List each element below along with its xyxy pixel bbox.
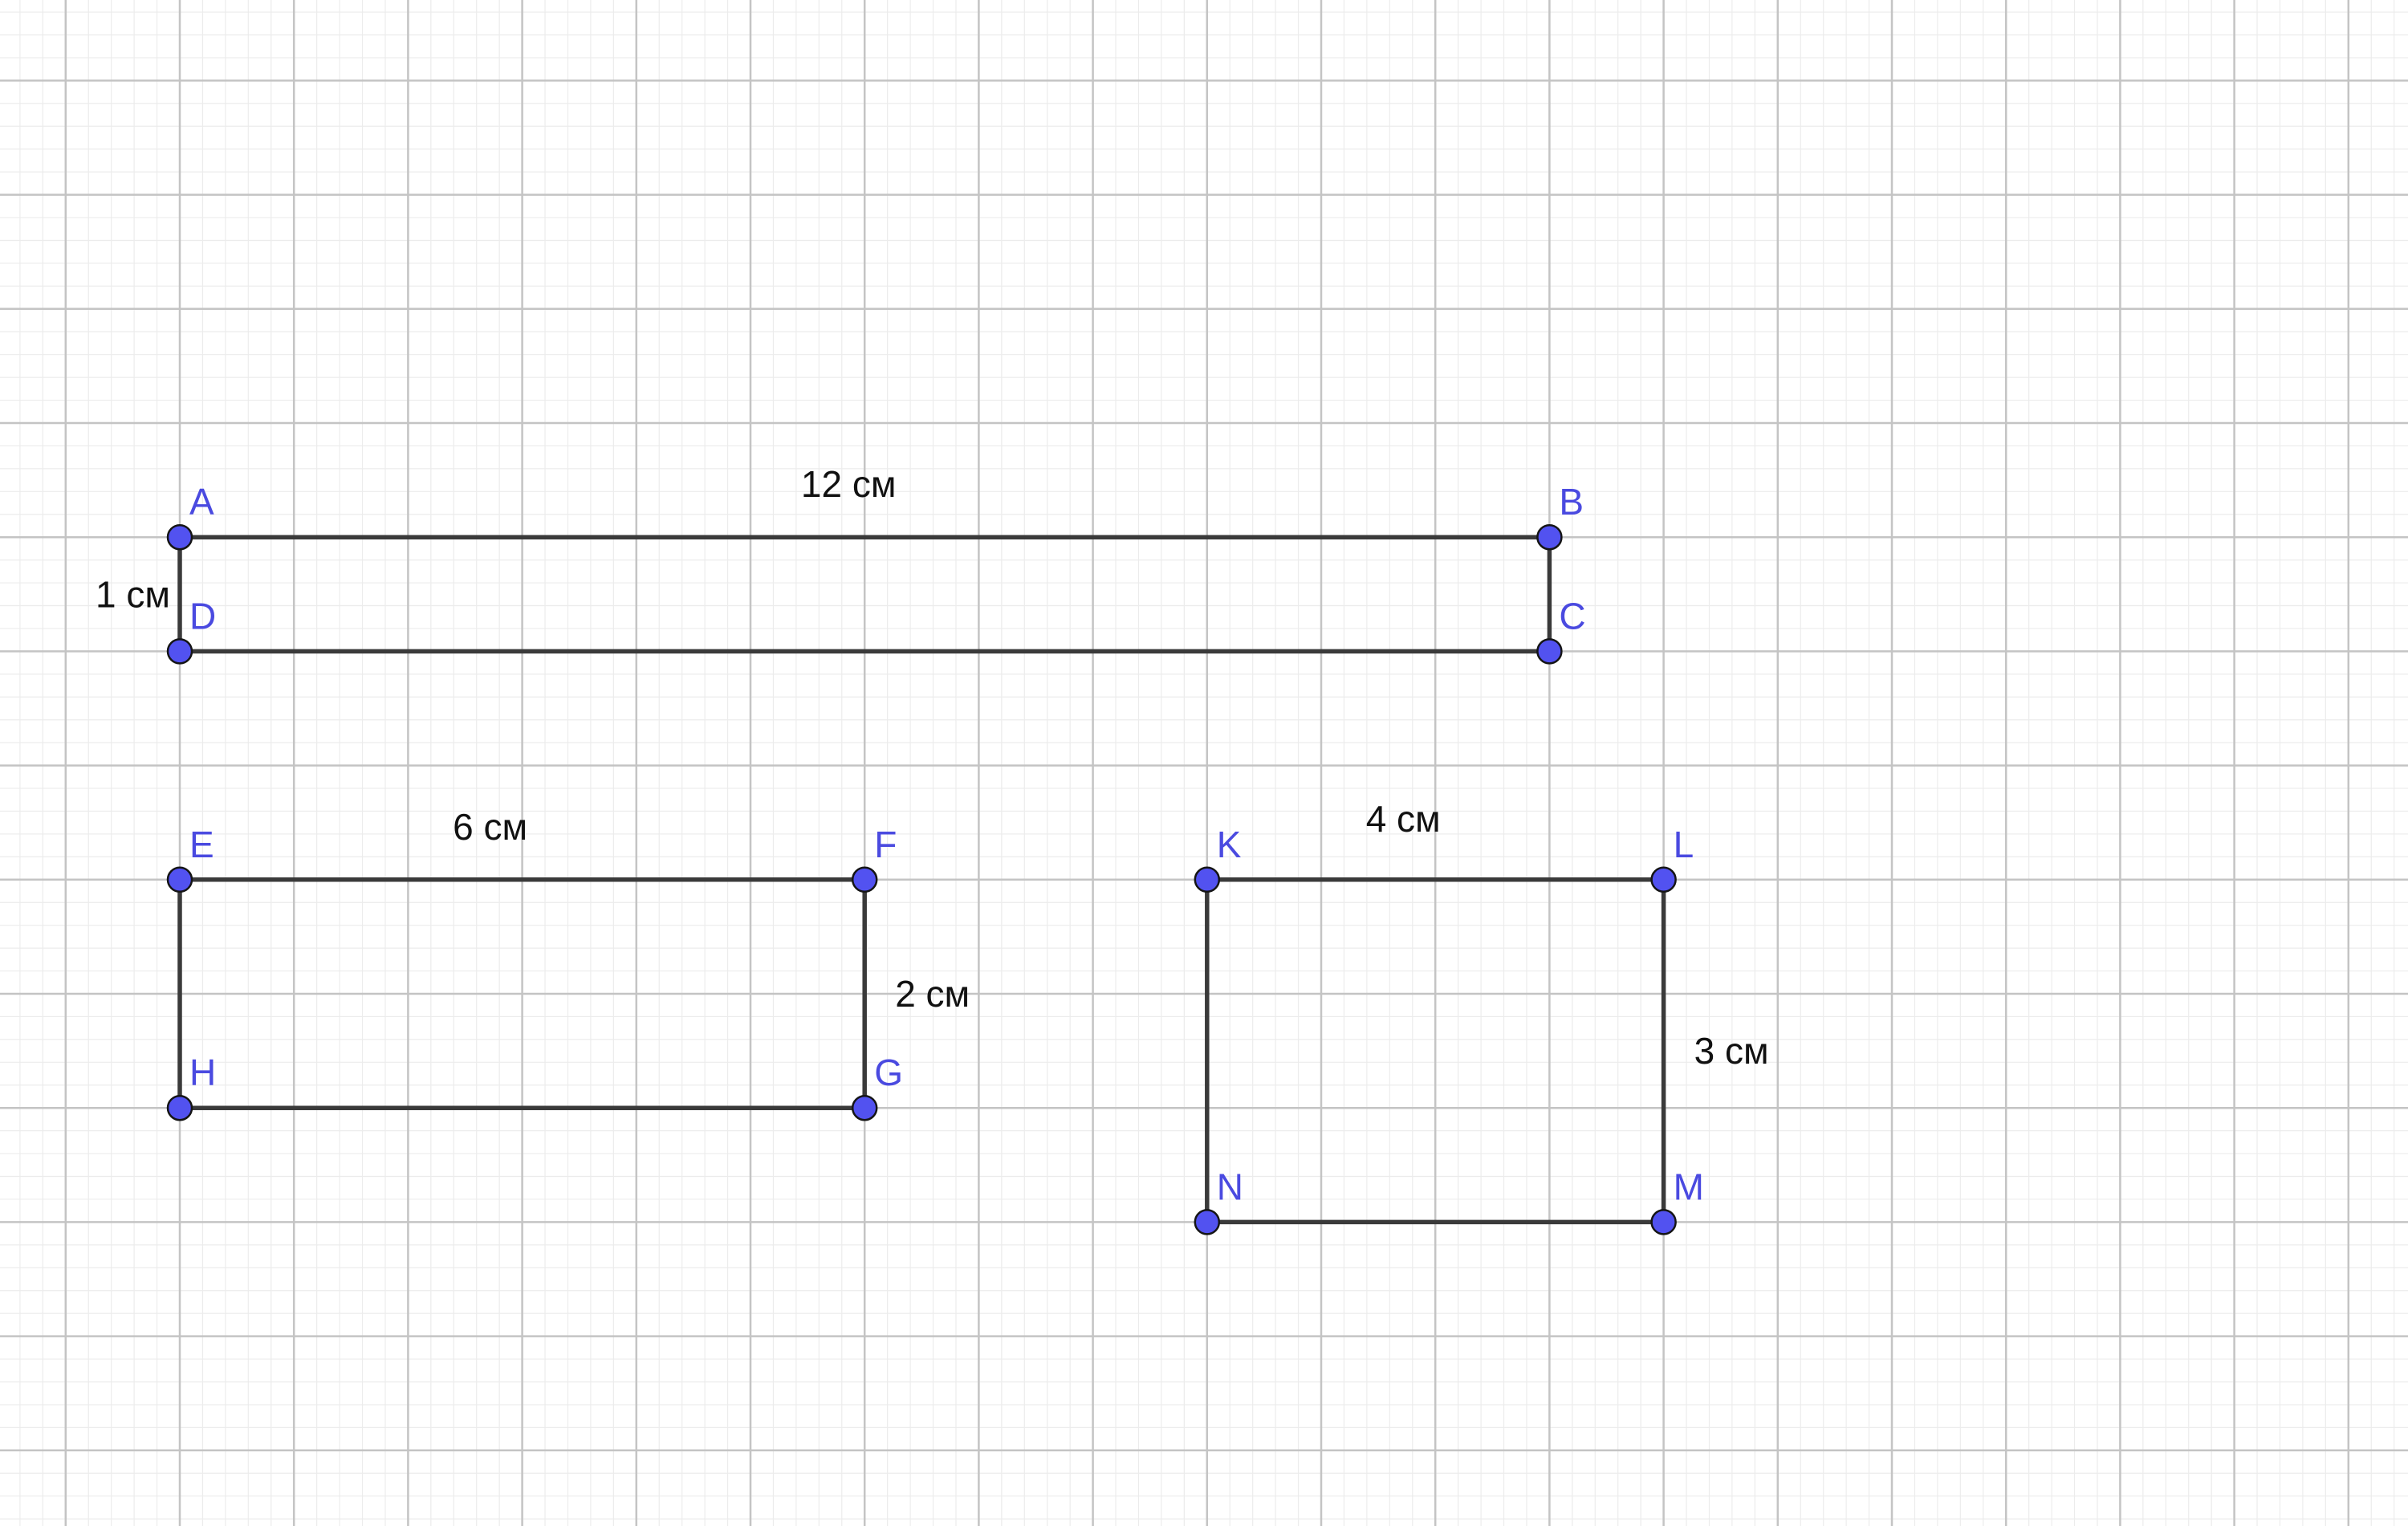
dimension-label: 6 см <box>453 806 527 848</box>
segments-layer <box>177 535 1666 1225</box>
point-label-A: A <box>189 481 214 523</box>
point-C[interactable] <box>1536 638 1563 665</box>
dimension-label: 3 см <box>1694 1030 1769 1072</box>
point-label-M: M <box>1674 1166 1704 1207</box>
dimension-label: 2 см <box>895 973 970 1015</box>
point-label-L: L <box>1674 824 1694 865</box>
point-label-E: E <box>189 824 214 865</box>
point-label-H: H <box>189 1052 216 1093</box>
point-labels-layer: A B C D E F G H K L M N <box>189 481 1704 1207</box>
point-K[interactable] <box>1194 866 1221 893</box>
point-E[interactable] <box>166 866 193 893</box>
point-F[interactable] <box>851 866 878 893</box>
dimension-label: 4 см <box>1366 798 1441 840</box>
points-layer <box>166 523 1677 1235</box>
point-label-B: B <box>1559 481 1584 523</box>
point-H[interactable] <box>166 1094 193 1121</box>
point-B[interactable] <box>1536 523 1563 551</box>
point-A[interactable] <box>166 523 193 551</box>
point-M[interactable] <box>1650 1209 1677 1235</box>
point-N[interactable] <box>1194 1209 1221 1235</box>
point-L[interactable] <box>1650 866 1677 893</box>
point-label-F: F <box>874 824 897 865</box>
dimension-labels-layer: 12 см 1 см 6 см 2 см 4 см 3 см <box>96 463 1769 1072</box>
point-label-C: C <box>1559 595 1585 637</box>
point-G[interactable] <box>851 1094 878 1121</box>
point-D[interactable] <box>166 638 193 665</box>
point-label-N: N <box>1217 1166 1243 1207</box>
point-label-D: D <box>189 595 216 637</box>
point-label-G: G <box>874 1052 903 1093</box>
point-label-K: K <box>1217 824 1242 865</box>
dimension-label: 1 см <box>96 573 170 615</box>
dimension-label: 12 см <box>801 463 897 505</box>
